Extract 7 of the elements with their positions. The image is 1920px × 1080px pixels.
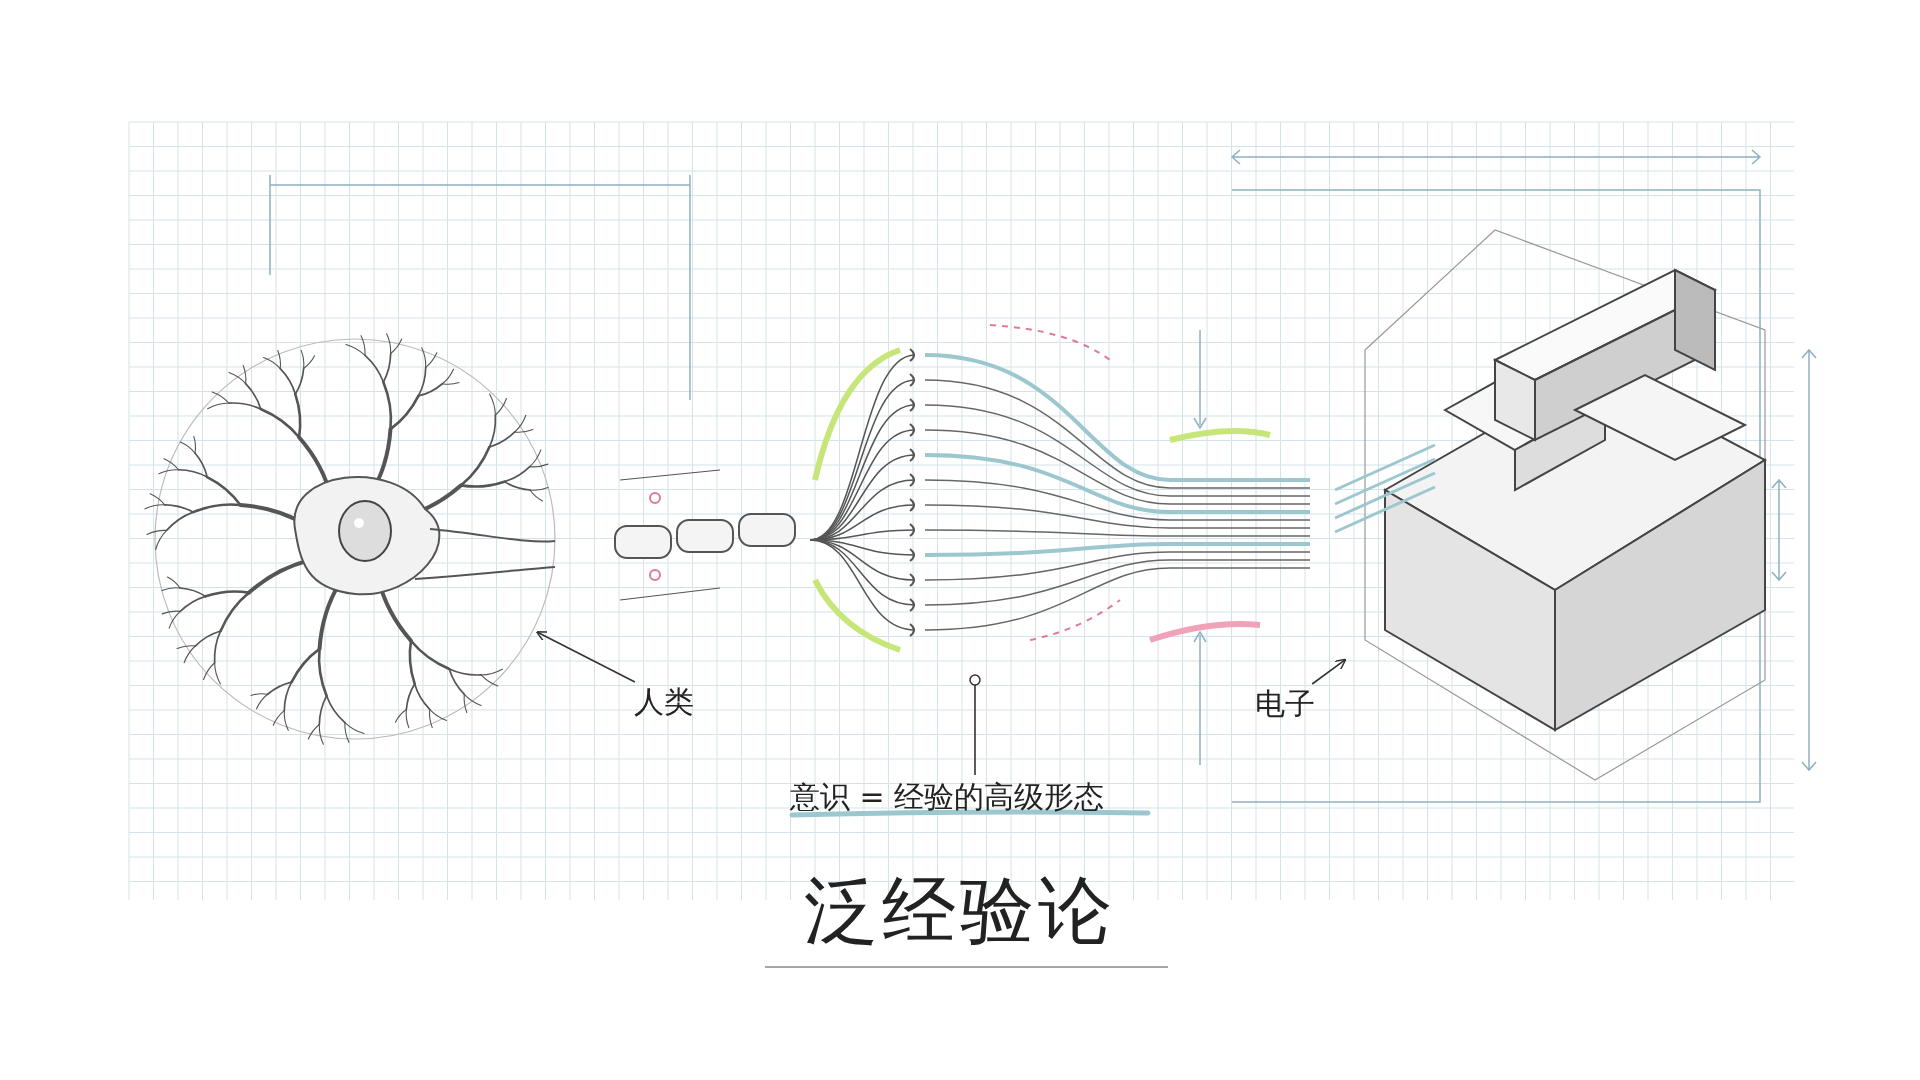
leader-line xyxy=(535,631,636,683)
leader-line xyxy=(969,674,981,776)
title-text: 泛经验论 xyxy=(803,866,1117,955)
callout-text: 人类 xyxy=(634,682,714,722)
callout-text: 电子 xyxy=(1255,684,1315,724)
leader-line xyxy=(1311,658,1347,685)
caption-text: 意识 = 经验的高级形态 xyxy=(790,775,1160,819)
